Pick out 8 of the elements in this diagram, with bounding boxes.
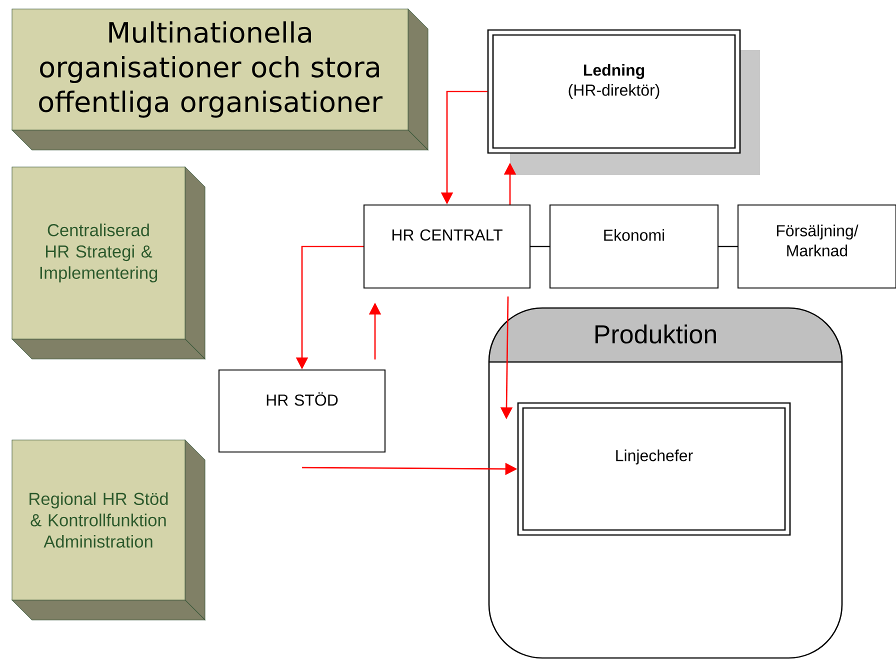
connector-line [530, 246, 550, 248]
double-box: Linjechefer [517, 402, 791, 536]
process-box: HR CENTRALT [363, 204, 531, 289]
connector-line [718, 246, 738, 248]
process-box: Försäljning/ Marknad [737, 204, 896, 289]
double-box: Ledning (HR-direktör) [487, 29, 760, 175]
process-box: Ekonomi [549, 204, 719, 289]
process-box: HR STÖD [218, 369, 386, 453]
